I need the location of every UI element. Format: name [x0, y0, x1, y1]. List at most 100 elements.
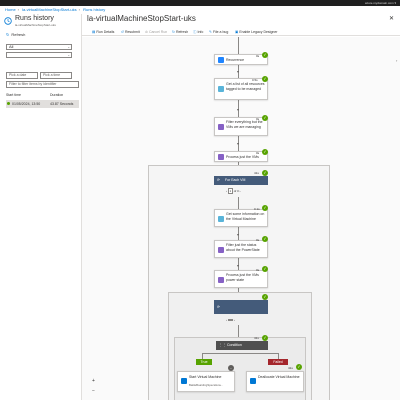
- loop-icon: ⟳: [217, 178, 220, 182]
- loop-icon: ⟳: [217, 305, 220, 309]
- step-label: Filter just the status about the PowerSt…: [226, 243, 260, 252]
- step-filter-vms[interactable]: Filter everything but the VMs we are man…: [214, 117, 268, 136]
- zoom-out-button[interactable]: −: [92, 388, 95, 394]
- condition-icon: ⋮⋮: [219, 343, 226, 347]
- pager-input[interactable]: 1: [227, 188, 233, 194]
- status-filter-value: All: [9, 44, 14, 49]
- connector-line: [278, 353, 279, 363]
- file-bug-button[interactable]: ✎File a bug: [209, 30, 228, 34]
- data-operation-icon: [218, 154, 224, 160]
- runs-history-icon: [4, 17, 12, 25]
- step-get-vm-info[interactable]: Get some information on the Virtual Mach…: [214, 209, 268, 227]
- identifier-filter-input[interactable]: Filter to filter items by identifier: [6, 81, 79, 88]
- success-check-icon: ✓: [262, 266, 268, 272]
- step-process-vms[interactable]: Process just the VMs: [214, 151, 268, 162]
- panel-title: Runs history: [15, 15, 54, 22]
- success-check-icon: ✓: [262, 149, 268, 155]
- vm-icon: [218, 216, 224, 222]
- resubmit-button[interactable]: ↺Resubmit: [121, 30, 140, 34]
- chevron-right-icon[interactable]: ›: [239, 189, 241, 193]
- foreach-vm-label: For Each VM: [225, 178, 246, 182]
- legacy-designer-button[interactable]: ▣Enable Legacy Designer: [235, 30, 277, 34]
- step-label: Get a list of all resources tagged to be…: [226, 82, 265, 91]
- skipped-status-icon: –: [228, 365, 234, 371]
- connector-line: [238, 325, 239, 341]
- date-picker[interactable]: Pick a date: [6, 72, 38, 79]
- resubmit-icon: ↺: [121, 30, 124, 34]
- refresh-run-label: Refresh: [175, 30, 189, 34]
- condition-label: Condition: [227, 343, 242, 347]
- workflow-canvas[interactable]: Recurrence 0s ✓ Get a list of all resour…: [82, 37, 400, 400]
- step-process-power-state[interactable]: Process just the VMs power state: [214, 270, 268, 288]
- connector-line: [202, 353, 203, 363]
- bug-icon: ✎: [209, 30, 212, 34]
- filter-icon: [218, 247, 224, 253]
- cancel-run-button[interactable]: ⊘Cancel Run: [145, 30, 167, 34]
- success-check-icon: ✓: [262, 205, 268, 211]
- info-button[interactable]: ⓘInfo: [193, 30, 203, 35]
- refresh-icon: ↻: [172, 30, 175, 34]
- column-duration[interactable]: Duration: [50, 93, 64, 97]
- foreach-vm-header[interactable]: ⟳ For Each VM: [214, 176, 268, 185]
- pager-input[interactable]: [227, 319, 233, 321]
- cancel-icon: ⊘: [145, 30, 148, 34]
- account-label[interactable]: azure.mydomain.com ▾: [364, 1, 396, 5]
- arrow-down-icon: [236, 109, 239, 111]
- arrow-down-icon: [236, 234, 239, 236]
- step-duration: 0.5s: [252, 78, 258, 82]
- step-label: Start Virtual Machine: [189, 375, 222, 379]
- scroll-indicator-icon[interactable]: ›: [396, 58, 398, 63]
- vm-icon: [250, 378, 256, 384]
- step-label: Process just the VMs power state: [226, 273, 259, 282]
- data-operation-icon: [218, 277, 224, 283]
- info-label: Info: [197, 30, 204, 34]
- foreach-powerstate-pager: ‹ ›: [226, 318, 235, 322]
- date-placeholder: Pick a date: [9, 73, 27, 77]
- step-recurrence[interactable]: Recurrence: [214, 54, 268, 65]
- step-filter-powerstate[interactable]: Filter just the status about the PowerSt…: [214, 240, 268, 258]
- zoom-in-button[interactable]: +: [92, 378, 95, 384]
- chevron-right-icon[interactable]: ›: [233, 318, 235, 322]
- table-row[interactable]: 01/05/2024, 13:50 43.87 Seconds: [6, 100, 79, 108]
- secondary-filter-dropdown[interactable]: ⌄: [6, 52, 72, 58]
- foreach-powerstate-header[interactable]: ⟳: [214, 300, 268, 314]
- designer-toolbar: ▤Run Details ↺Resubmit ⊘Cancel Run ↻Refr…: [82, 28, 400, 36]
- condition-header[interactable]: ⋮⋮ Condition: [216, 341, 268, 350]
- step-start-vm[interactable]: Start Virtual Machine BattleBoardingSpec…: [177, 371, 235, 392]
- main-area: Runs history la-virtualMachineStopStart-…: [0, 14, 400, 400]
- step-duration: 0s: [256, 268, 260, 272]
- true-branch-label[interactable]: True: [196, 359, 212, 365]
- success-status-icon: [7, 102, 10, 105]
- step-deallocate-vm[interactable]: Deallocate Virtual Machine: [246, 371, 304, 392]
- run-designer: la-virtualMachineStopStart-uks ✕ ▤Run De…: [82, 14, 400, 400]
- run-start-time: 01/05/2024, 13:50: [12, 102, 41, 106]
- time-picker[interactable]: Pick a time: [40, 72, 72, 79]
- false-branch-label[interactable]: Failed: [268, 359, 288, 365]
- document-icon: ▤: [92, 30, 96, 34]
- chevron-left-icon[interactable]: ‹: [226, 189, 227, 193]
- step-duration: 0s: [256, 54, 260, 58]
- run-details-button[interactable]: ▤Run Details: [92, 30, 114, 34]
- chevron-left-icon[interactable]: ‹: [226, 318, 227, 322]
- refresh-icon: ↻: [6, 32, 10, 37]
- step-duration: 0s: [256, 151, 260, 155]
- step-label: Filter everything but the VMs we are man…: [226, 120, 263, 129]
- column-start-time[interactable]: Start time: [6, 93, 21, 97]
- clock-icon: [218, 57, 224, 63]
- success-check-icon: ✓: [262, 170, 268, 176]
- refresh-button[interactable]: ↻Refresh: [6, 32, 25, 37]
- resource-icon: [218, 86, 224, 92]
- breadcrumb-logic-app[interactable]: la-virtualMachineStopStart-uks: [22, 7, 77, 12]
- refresh-label: Refresh: [11, 32, 26, 37]
- success-check-icon: ✓: [262, 335, 268, 341]
- breadcrumb-home[interactable]: Home: [5, 7, 16, 12]
- success-check-icon: ✓: [262, 76, 268, 82]
- step-duration: 0s: [256, 117, 260, 121]
- toggle-icon: ▣: [235, 30, 239, 34]
- filter-icon: [218, 124, 224, 130]
- refresh-run-button[interactable]: ↻Refresh: [172, 30, 188, 34]
- close-icon[interactable]: ✕: [388, 16, 394, 22]
- step-get-resources[interactable]: Get a list of all resources tagged to be…: [214, 78, 268, 100]
- status-filter-dropdown[interactable]: All ⌄: [6, 44, 72, 50]
- breadcrumb-runs-history[interactable]: Runs history: [83, 7, 106, 12]
